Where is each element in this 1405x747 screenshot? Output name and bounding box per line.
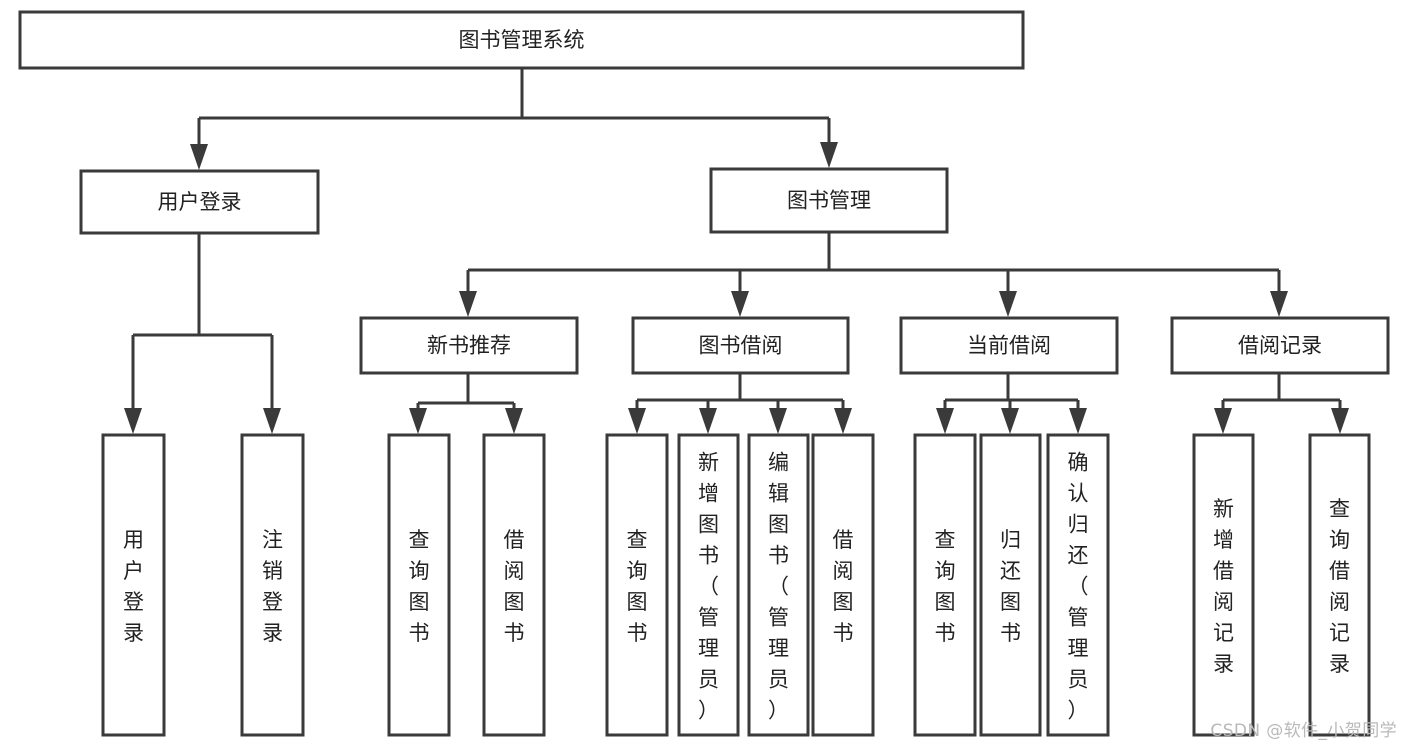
node-box-leaf-query-book-new[interactable]: [387, 433, 451, 737]
node-label-leaf-user-login: 用户登录: [123, 528, 144, 645]
node-label-leaf-query-book-borrow: 查询图书: [627, 528, 648, 645]
node-box-leaf-query-borrow-record[interactable]: [1308, 433, 1371, 737]
node-label-leaf-confirm-return-admin: 确认归还（管理员）: [1068, 451, 1089, 723]
node-label-user-login: 用户登录: [158, 190, 242, 214]
node-layer: 图书管理系统用户登录图书管理新书推荐图书借阅当前借阅借阅记录用户登录注销登录查询…: [18, 10, 1390, 737]
level2-node-group: 新书推荐 图书借阅 当前借阅 借阅记录: [359, 316, 1390, 375]
node-leaf-query-book-new[interactable]: 查询图书: [387, 433, 451, 737]
node-borrow-record[interactable]: 借阅记录: [1170, 316, 1390, 375]
arrow-to-current-borrow: [999, 291, 1017, 317]
node-box-leaf-add-borrow-record[interactable]: [1192, 433, 1255, 737]
node-label-leaf-query-borrow-record: 查询借阅记录: [1329, 497, 1350, 676]
node-box-leaf-return-book[interactable]: [979, 433, 1042, 737]
node-label-leaf-query-book-current: 查询图书: [935, 528, 956, 645]
node-leaf-user-login[interactable]: 用户登录: [101, 433, 166, 737]
node-box-leaf-query-book-borrow[interactable]: [605, 433, 669, 737]
node-box-leaf-borrow-book[interactable]: [811, 433, 875, 737]
arrow-to-new-l1: [409, 408, 427, 434]
node-box-leaf-user-login[interactable]: [101, 433, 166, 737]
node-box-new-book-recommend[interactable]: [359, 316, 579, 375]
node-box-book-manage[interactable]: [709, 167, 949, 234]
node-box-book-borrow[interactable]: [631, 316, 850, 375]
node-leaf-return-book[interactable]: 归还图书: [979, 433, 1042, 737]
node-box-root[interactable]: [18, 10, 1025, 70]
arrowhead-layer: [124, 142, 1349, 434]
node-label-leaf-query-book-new: 查询图书: [409, 528, 430, 645]
node-box-user-login[interactable]: [79, 169, 320, 235]
node-label-leaf-edit-book-admin: 编辑图书（管理员）: [768, 451, 789, 723]
arrow-to-user-login: [190, 144, 208, 170]
node-box-borrow-record[interactable]: [1170, 316, 1390, 375]
node-label-book-borrow: 图书借阅: [699, 334, 783, 358]
node-new-book-recommend[interactable]: 新书推荐: [359, 316, 579, 375]
node-leaf-query-book-borrow[interactable]: 查询图书: [605, 433, 669, 737]
node-label-leaf-add-borrow-record: 新增借阅记录: [1213, 497, 1234, 676]
arrow-to-book-borrow: [731, 291, 749, 317]
node-leaf-borrow-book[interactable]: 借阅图书: [811, 433, 875, 737]
node-box-leaf-query-book-current[interactable]: [913, 433, 977, 737]
node-leaf-add-book-admin[interactable]: 新增图书（管理员）: [677, 433, 740, 737]
node-box-leaf-add-book-admin[interactable]: [677, 433, 740, 737]
arrow-to-new-recommend: [459, 291, 477, 317]
arrow-to-new-l2: [505, 408, 523, 434]
arrow-to-borrow-l1: [628, 408, 646, 434]
arrow-to-borrow-l3: [769, 408, 787, 434]
node-user-login[interactable]: 用户登录: [79, 169, 320, 235]
node-leaf-edit-book-admin[interactable]: 编辑图书（管理员）: [747, 433, 810, 737]
arrow-to-leaf-logout: [263, 408, 281, 434]
node-book-manage[interactable]: 图书管理: [709, 167, 949, 234]
leaf-node-group: 用户登录 注销登录 查询图书 借阅图书 查询图书 新增图书（管理员） 编辑图书（管理员） 借阅…: [101, 433, 1371, 737]
node-root[interactable]: 图书管理系统: [18, 10, 1025, 70]
node-book-borrow[interactable]: 图书借阅: [631, 316, 850, 375]
arrow-to-borrow-l4: [834, 408, 852, 434]
arrow-to-book-manage: [820, 142, 838, 168]
node-box-leaf-edit-book-admin[interactable]: [747, 433, 810, 737]
node-box-leaf-borrow-book-new[interactable]: [482, 433, 546, 737]
node-label-book-manage: 图书管理: [787, 189, 871, 213]
node-box-leaf-confirm-return-admin[interactable]: [1046, 433, 1110, 737]
node-box-current-borrow[interactable]: [899, 316, 1119, 375]
arrow-to-current-l3: [1069, 408, 1087, 434]
node-label-leaf-return-book: 归还图书: [1000, 528, 1021, 645]
node-label-leaf-borrow-book-new: 借阅图书: [504, 528, 525, 645]
node-box-leaf-logout[interactable]: [240, 433, 305, 737]
level1-node-group: 用户登录 图书管理: [79, 167, 949, 235]
node-leaf-borrow-book-new[interactable]: 借阅图书: [482, 433, 546, 737]
node-current-borrow[interactable]: 当前借阅: [899, 316, 1119, 375]
arrow-to-record-l2: [1331, 408, 1349, 434]
arrow-to-current-l1: [936, 408, 954, 434]
node-leaf-logout[interactable]: 注销登录: [240, 433, 305, 737]
node-leaf-add-borrow-record[interactable]: 新增借阅记录: [1192, 433, 1255, 737]
node-label-leaf-add-book-admin: 新增图书（管理员）: [698, 451, 719, 723]
node-leaf-query-book-current[interactable]: 查询图书: [913, 433, 977, 737]
arrow-to-current-l2: [1001, 408, 1019, 434]
node-leaf-query-borrow-record[interactable]: 查询借阅记录: [1308, 433, 1371, 737]
node-label-leaf-borrow-book: 借阅图书: [833, 528, 854, 645]
node-label-borrow-record: 借阅记录: [1238, 334, 1322, 358]
root-node-group: 图书管理系统: [18, 10, 1025, 70]
arrow-to-leaf-user-login: [124, 408, 142, 434]
arrow-to-borrow-l2: [699, 408, 717, 434]
node-label-leaf-logout: 注销登录: [262, 528, 283, 645]
arrow-to-record-l1: [1214, 408, 1232, 434]
node-label-new-book-recommend: 新书推荐: [427, 334, 511, 358]
node-label-current-borrow: 当前借阅: [967, 334, 1051, 358]
node-leaf-confirm-return-admin[interactable]: 确认归还（管理员）: [1046, 433, 1110, 737]
arrow-to-borrow-record: [1270, 291, 1288, 317]
node-label-root: 图书管理系统: [459, 28, 585, 52]
